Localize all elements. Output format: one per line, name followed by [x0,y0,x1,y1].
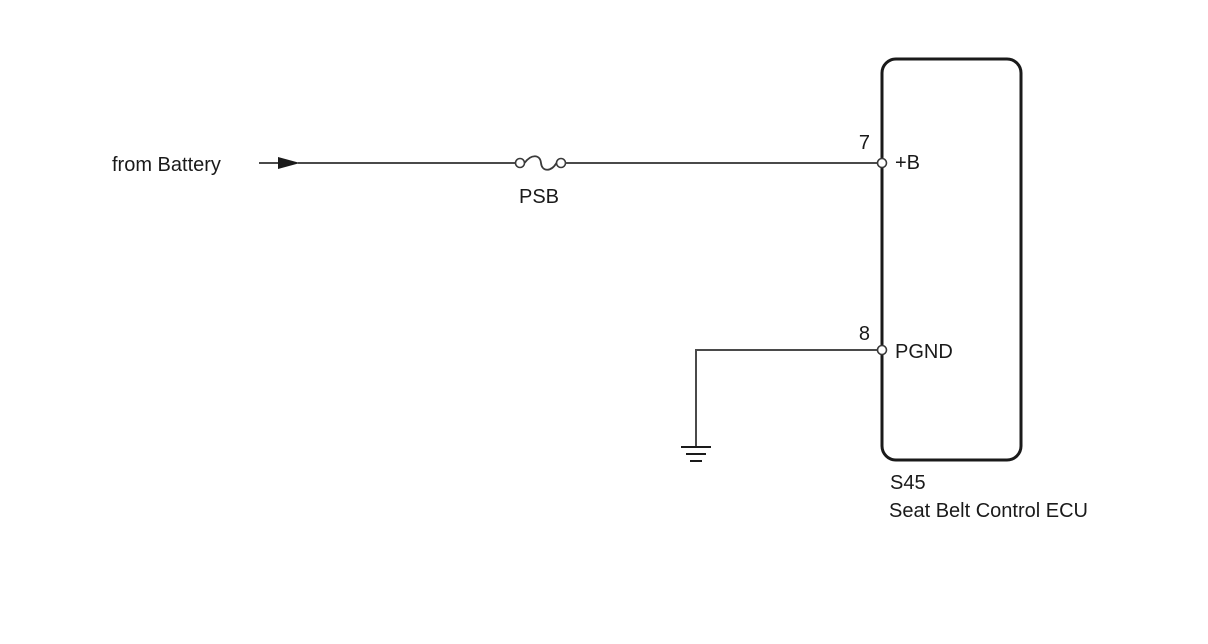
terminal-icon [876,344,888,356]
pin-number: 8 [859,323,870,345]
pin-number: 7 [859,132,870,154]
ecu-box [880,57,1023,462]
fuse-label: PSB [519,186,559,208]
pin-name: PGND [895,341,953,363]
ground-wire [695,349,882,447]
terminal-icon [876,157,888,169]
pin-name: +B [895,152,920,174]
ecu-name: Seat Belt Control ECU [889,500,1088,522]
source-label: from Battery [112,154,221,176]
ground-icon [681,446,711,462]
arrow-icon [259,157,300,169]
ecu-code: S45 [890,472,926,494]
fuse-icon [514,155,567,171]
